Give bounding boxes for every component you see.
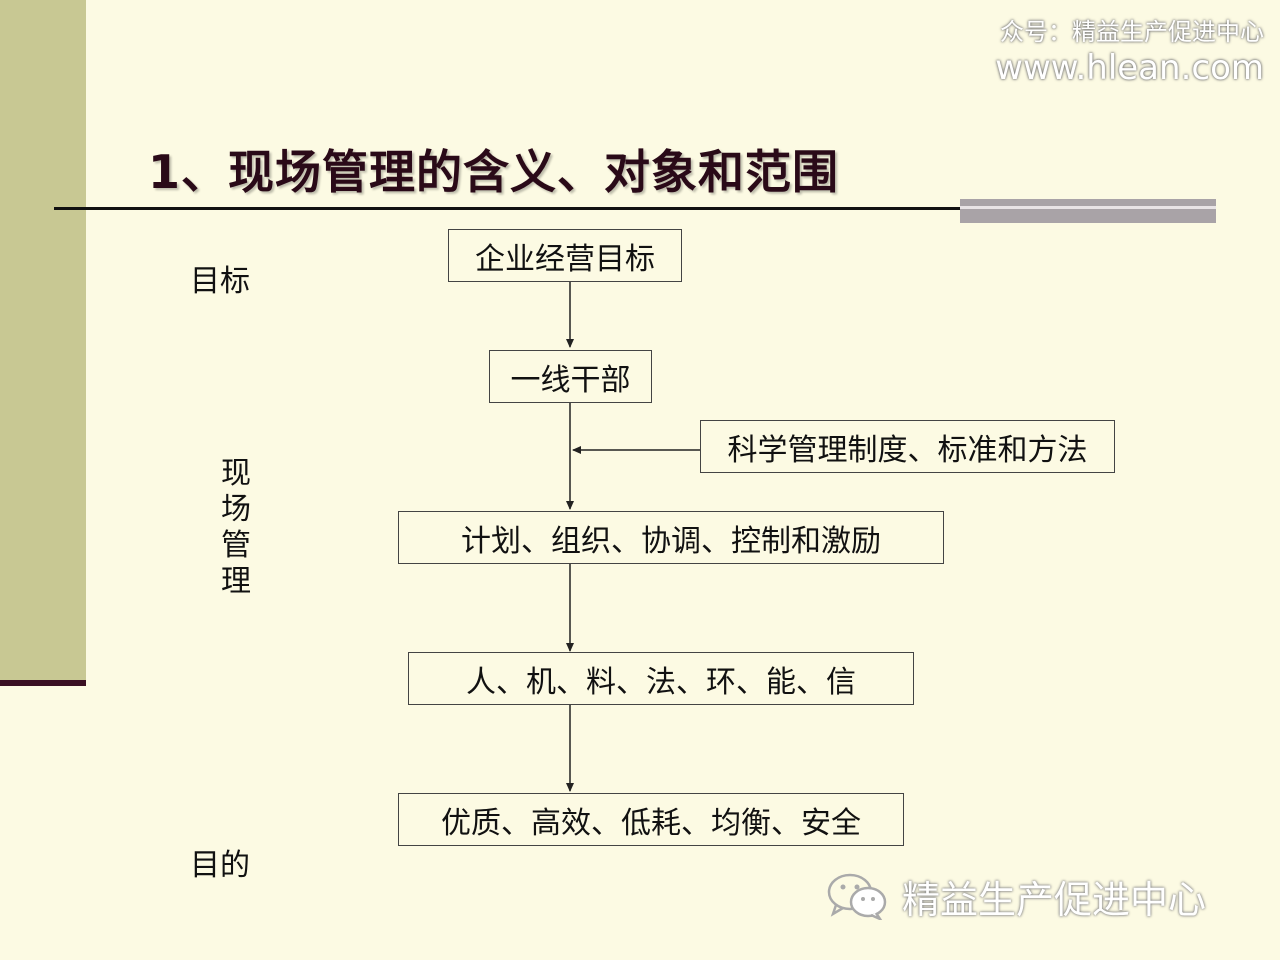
slide-title: 1、现场管理的含义、对象和范围 [148, 145, 840, 199]
box-management-functions: 计划、组织、协调、控制和激励 [398, 511, 944, 564]
label-purpose: 目的 [190, 848, 250, 883]
left-band-rule [0, 680, 86, 686]
title-accent-bar [960, 199, 1216, 223]
box-business-goal: 企业经营目标 [448, 229, 682, 282]
label-goal: 目标 [190, 264, 250, 299]
box-production-factors: 人、机、料、法、环、能、信 [408, 652, 914, 705]
wechat-icon [827, 873, 887, 920]
title-underline [54, 207, 1216, 210]
bottom-watermark: 精益生产促进中心 [826, 866, 1206, 926]
box-frontline-cadres: 一线干部 [489, 350, 652, 403]
watermark-url: www.hlean.com [995, 48, 1264, 88]
watermark-account: 众号：精益生产促进中心 [1000, 18, 1264, 46]
watermark-brand: 精益生产促进中心 [902, 877, 1207, 922]
label-site-management: 现场管理 [221, 456, 251, 599]
top-watermark: 众号：精益生产促进中心 www.hlean.com [995, 16, 1264, 88]
box-management-methods: 科学管理制度、标准和方法 [700, 420, 1115, 473]
left-decorative-band [0, 0, 86, 682]
box-expected-results: 优质、高效、低耗、均衡、安全 [398, 793, 904, 846]
